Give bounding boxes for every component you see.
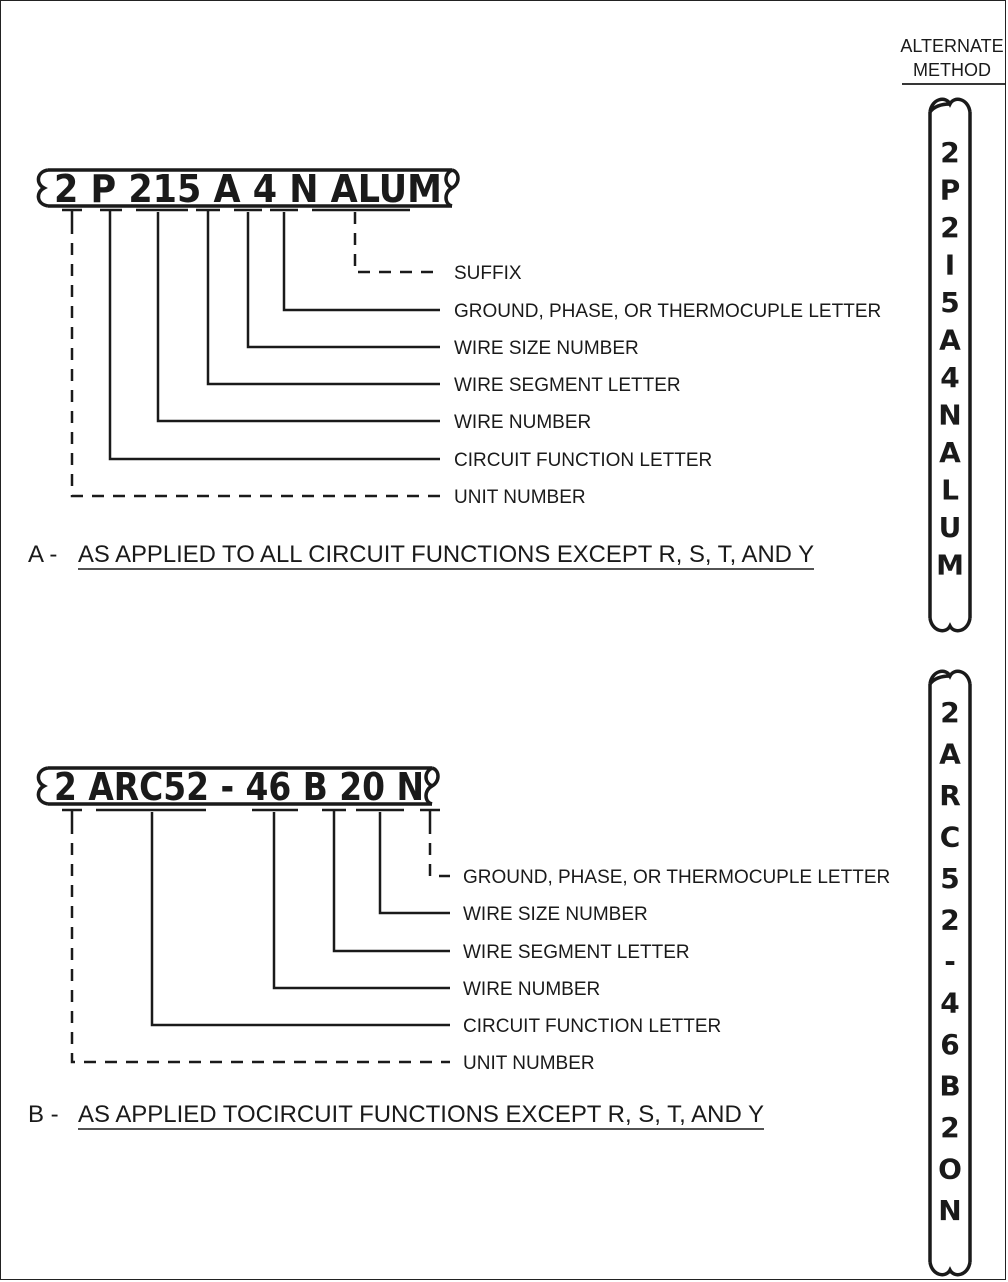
section-a-circuit-function-label: CIRCUIT FUNCTION LETTER <box>454 450 712 471</box>
section-b-vertical-char: - <box>944 945 956 978</box>
section-b-wire-segment-label: WIRE SEGMENT LETTER <box>463 942 690 963</box>
section-b-vertical-char: B <box>939 1070 960 1103</box>
section-b-wire-label: 2 ARC52 - 46 B 20 N <box>54 765 424 809</box>
section-a-suffix-label: SUFFIX <box>454 263 522 284</box>
section-b-vertical-char: 2 <box>940 904 959 937</box>
section-b-vertical-char: C <box>940 821 961 854</box>
section-a-vertical-char: 5 <box>940 286 959 319</box>
section-b-vertical-char: O <box>938 1153 962 1186</box>
section-a-vertical-char: A <box>939 324 961 357</box>
section-a-vertical-char: I <box>945 249 955 282</box>
alternate-header-line2: METHOD <box>913 60 991 80</box>
section-a-vertical-char: N <box>938 399 961 432</box>
section-a-wire-label: 2 P 215 A 4 N ALUM <box>54 167 442 211</box>
section-b-ground-phase-label: GROUND, PHASE, OR THERMOCUPLE LETTER <box>463 867 890 888</box>
section-b-leader-lines <box>70 812 450 1064</box>
section-a-vertical-char: 2 <box>940 136 959 169</box>
section-b-segment-marks <box>62 808 440 822</box>
section-a-ground-phase-label: GROUND, PHASE, OR THERMOCUPLE LETTER <box>454 301 881 322</box>
section-a-vertical-char: 4 <box>940 361 959 394</box>
section-a-caption-prefix: A - <box>28 541 57 568</box>
section-b-wire-tube: 2 ARC52 - 46 B 20 N <box>36 765 440 809</box>
section-a-vertical-char: M <box>936 549 964 582</box>
section-b-vertical-char: 5 <box>940 862 959 895</box>
section-a-vertical-char: 2 <box>940 211 959 244</box>
section-b-caption-prefix: B - <box>28 1101 59 1128</box>
section-a-leader-lines <box>70 212 440 498</box>
section-a-vertical-char: L <box>941 474 959 507</box>
section-b-unit-number-label: UNIT NUMBER <box>463 1053 595 1074</box>
section-b-vertical-char: 6 <box>940 1028 959 1061</box>
section-a-vertical-char: A <box>939 436 961 469</box>
section-a-vertical-char: U <box>939 511 962 544</box>
section-b-wire-number-label: WIRE NUMBER <box>463 979 600 1000</box>
section-a-vertical-char: P <box>940 174 961 207</box>
section-b-vertical-char: N <box>938 1194 961 1227</box>
section-b-vertical-char: 2 <box>940 1111 959 1144</box>
section-b-vertical-char: 4 <box>940 987 959 1020</box>
section-b-wire-size-label: WIRE SIZE NUMBER <box>463 904 648 925</box>
section-a-wire-segment-label: WIRE SEGMENT LETTER <box>454 375 681 396</box>
section-b-vertical-char: A <box>939 738 961 771</box>
alternate-header-line1: ALTERNATE <box>900 36 1003 56</box>
section-b-caption: AS APPLIED TOCIRCUIT FUNCTIONS EXCEPT R,… <box>78 1101 764 1128</box>
section-b-circuit-function-label: CIRCUIT FUNCTION LETTER <box>463 1016 721 1037</box>
section-a-unit-number-label: UNIT NUMBER <box>454 487 586 508</box>
section-b-vertical-char: R <box>939 779 961 812</box>
section-a-wire-tube: 2 P 215 A 4 N ALUM <box>36 167 460 211</box>
section-a-wire-number-label: WIRE NUMBER <box>454 412 591 433</box>
section-a-wire-size-label: WIRE SIZE NUMBER <box>454 338 639 359</box>
section-a-segment-marks <box>62 208 410 222</box>
section-b-vertical-char: 2 <box>940 696 959 729</box>
section-a-caption: AS APPLIED TO ALL CIRCUIT FUNCTIONS EXCE… <box>78 541 814 568</box>
